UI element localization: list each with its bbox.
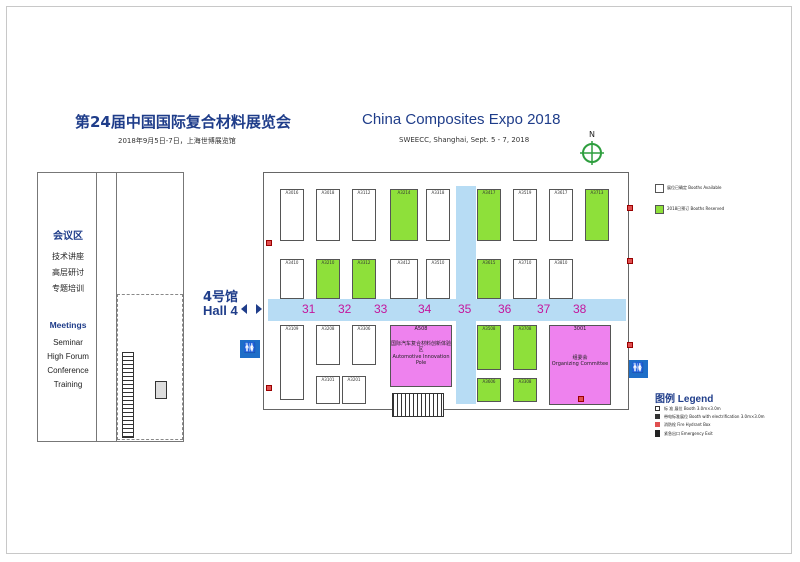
area-label-cn: 组委会 <box>572 354 588 361</box>
booth-legend-icon <box>655 406 660 411</box>
aisle-number: 34 <box>418 302 432 316</box>
meeting-item-cn: 高层研讨 <box>52 268 84 277</box>
aisle-number: 37 <box>537 302 551 316</box>
booth[interactable]: A3708 <box>513 325 537 370</box>
fire-hydrant-icon <box>266 240 272 246</box>
booth[interactable]: A3617 <box>549 189 573 241</box>
automotive-innovation-pole[interactable]: A508 国际汽车复合材料创新体验区 Automotive Innovation… <box>390 325 452 387</box>
meeting-title-cn: 会议区 <box>53 231 83 242</box>
fire-hydrant-icon <box>627 258 633 264</box>
emergency-exit-icon <box>655 430 660 437</box>
restroom-icon: 🚻 <box>240 340 260 358</box>
booth[interactable]: A3417 <box>477 189 501 241</box>
restroom-icon: 🚻 <box>628 360 648 378</box>
arrow-right-icon <box>256 304 262 314</box>
booth[interactable]: A3016 <box>280 189 304 241</box>
legend-label-reserved: 2018已预订 Booths Reserved <box>667 206 725 211</box>
legend-item: 标 准 展位 Booth 3.0m×3.0m <box>664 406 721 411</box>
organizing-committee[interactable]: 3001 组委会 Organizing Committee <box>549 325 611 405</box>
elevator-icon <box>155 381 167 399</box>
booth[interactable]: A3109 <box>280 325 304 400</box>
booth[interactable]: A3214 <box>390 189 418 241</box>
subtitle-cn: 2018年9月5日-7日，上海世博展览馆 <box>118 137 236 145</box>
booth[interactable]: A3018 <box>316 189 340 241</box>
meeting-hall-outline <box>37 172 184 442</box>
booth[interactable]: A3318 <box>426 189 450 241</box>
page-frame <box>6 6 792 554</box>
arrow-left-icon <box>241 304 247 314</box>
north-label: N <box>589 130 595 139</box>
aisle-number: 38 <box>573 302 587 316</box>
fire-hydrant-icon <box>578 396 584 402</box>
booth[interactable]: A3101 <box>316 376 340 404</box>
booth[interactable]: A3312 <box>352 259 376 299</box>
booth[interactable]: A3208 <box>316 325 340 365</box>
escalator-icon <box>122 352 134 438</box>
booth[interactable]: A3306 <box>352 325 376 365</box>
booth[interactable]: A3810 <box>549 259 573 299</box>
booth[interactable]: A3412 <box>390 259 418 299</box>
booth[interactable]: A3508 <box>477 325 501 370</box>
area-label-en: Organizing Committee <box>551 361 609 367</box>
title-en: China Composites Expo 2018 <box>362 111 561 128</box>
booth[interactable]: A3713 <box>585 189 609 241</box>
meeting-hall-divider <box>116 172 117 442</box>
aisle-number: 32 <box>338 302 352 316</box>
meeting-item-cn: 专题培训 <box>52 284 84 293</box>
legend-item: 紧急出口 Emergency Exit <box>664 431 713 436</box>
aisle-number: 31 <box>302 302 316 316</box>
title-cn: 第24届中国国际复合材料展览会 <box>75 113 291 131</box>
meeting-item-cn: 技术讲座 <box>52 252 84 261</box>
legend-swatch-reserved <box>655 205 664 214</box>
area-code: A508 <box>414 326 428 332</box>
fire-hydrant-icon <box>655 422 660 427</box>
meeting-item-en: Conference <box>47 366 89 375</box>
entrance-stairs-icon <box>392 393 444 417</box>
booth[interactable]: A3112 <box>352 189 376 241</box>
area-label-cn: 国际汽车复合材料创新体验区 <box>391 340 452 354</box>
hall-name-cn: 4号馆 <box>203 290 239 305</box>
meeting-item-en: High Forum <box>47 352 89 361</box>
fire-hydrant-icon <box>627 205 633 211</box>
legend-label-available: 展位已确定 Booths Available <box>667 185 722 190</box>
aisle-number: 33 <box>374 302 388 316</box>
booth[interactable]: A3606 <box>477 378 501 402</box>
legend-item: 带电标准展位 Booth with electrification 3.0m×3… <box>664 414 765 419</box>
area-label-en: Automotive Innovation Pole <box>392 353 450 367</box>
booth[interactable]: A3510 <box>426 259 450 299</box>
legend-title: 图例 Legend <box>655 394 714 405</box>
fire-hydrant-icon <box>266 385 272 391</box>
booth[interactable]: A3210 <box>316 259 340 299</box>
booth[interactable]: A3519 <box>513 189 537 241</box>
legend-item: 消防栓 Fire Hydrant Box <box>664 422 711 427</box>
booth[interactable]: A3615 <box>477 259 501 299</box>
area-code: 3001 <box>573 326 587 332</box>
compass-icon <box>580 141 604 165</box>
main-aisle-vertical <box>456 186 476 404</box>
meeting-hall-divider <box>96 172 97 442</box>
aisle-number: 35 <box>458 302 472 316</box>
booth[interactable]: A3710 <box>513 259 537 299</box>
escalator-area <box>117 294 183 440</box>
legend-swatch-available <box>655 184 664 193</box>
fire-hydrant-icon <box>627 342 633 348</box>
booth[interactable]: A3308 <box>513 378 537 402</box>
meeting-title-en: Meetings <box>49 320 87 330</box>
meeting-item-en: Seminar <box>53 338 83 347</box>
hall-name-en: Hall 4 <box>203 303 238 318</box>
electrified-booth-icon <box>655 414 660 419</box>
booth[interactable]: A3201 <box>342 376 366 404</box>
aisle-number: 36 <box>498 302 512 316</box>
meeting-item-en: Training <box>53 380 83 389</box>
main-aisle-horizontal <box>268 299 626 321</box>
booth[interactable]: A3410 <box>280 259 304 299</box>
subtitle-en: SWEECC, Shanghai, Sept. 5 - 7, 2018 <box>399 136 530 144</box>
